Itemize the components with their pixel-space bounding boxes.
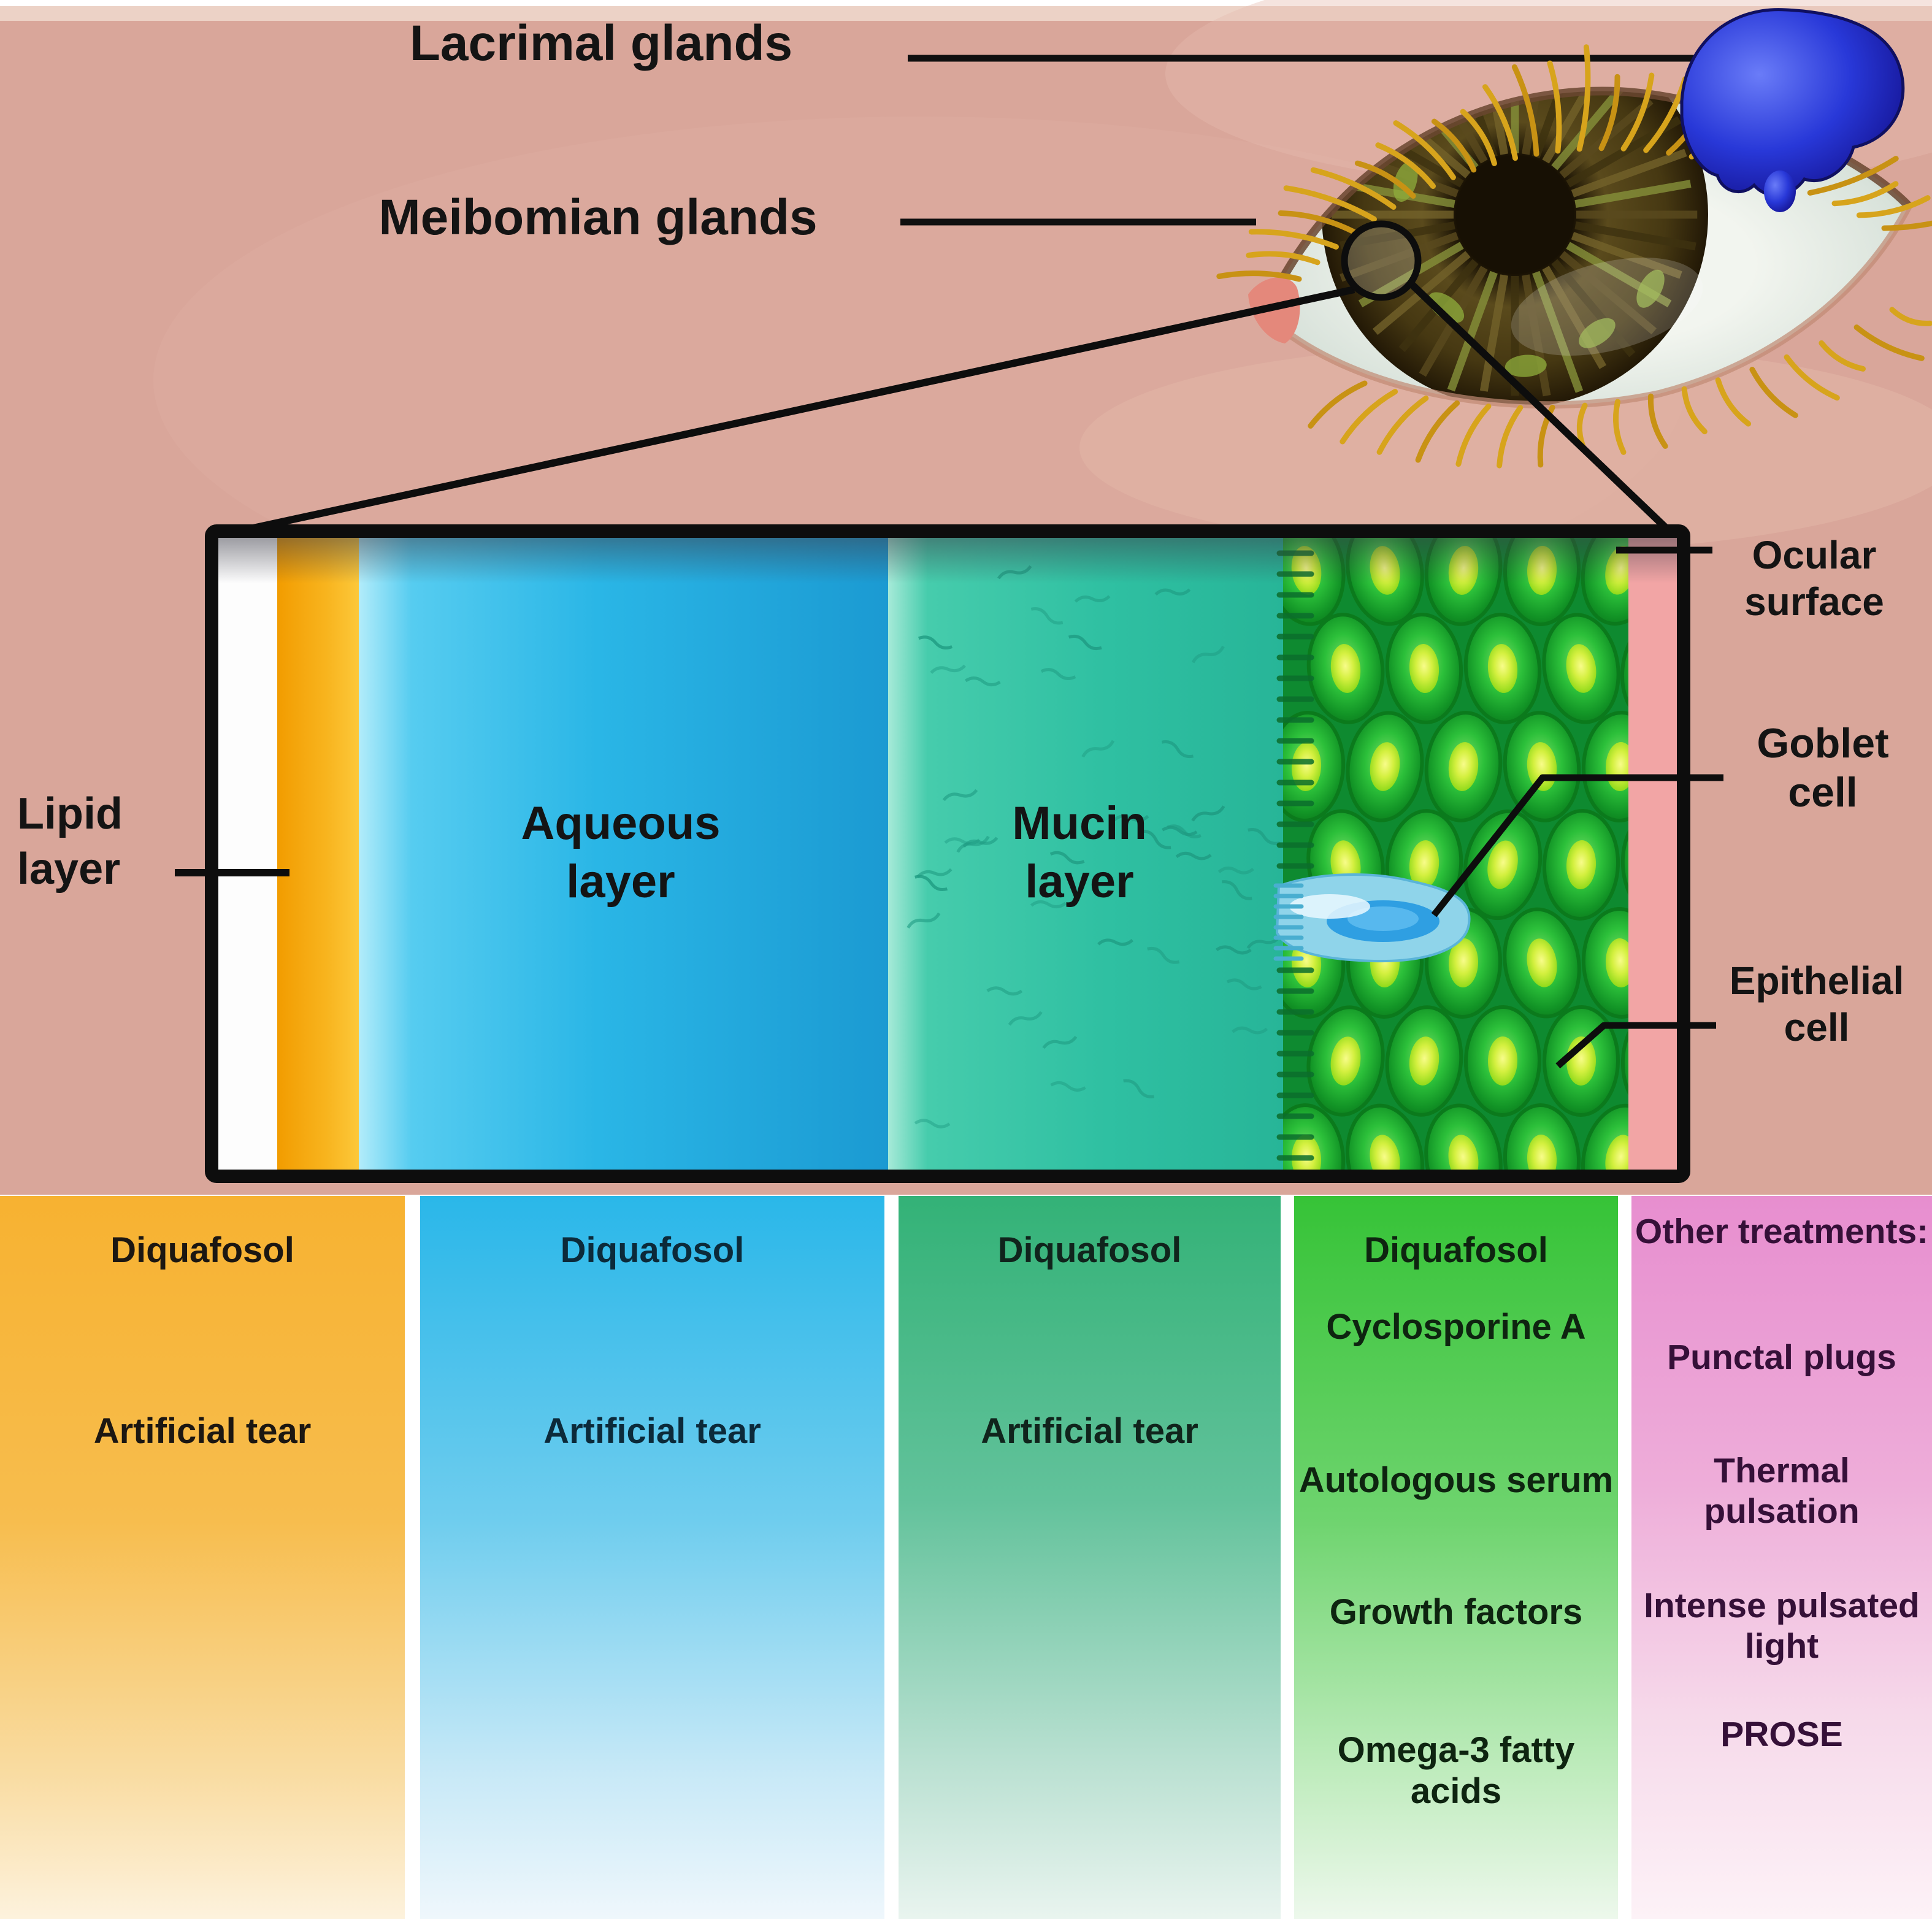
treatment-item: Punctal plugs xyxy=(1667,1338,1896,1377)
treatment-column-aqueous: Diquafosol Artificial tear xyxy=(420,1196,884,1919)
lipid-layer-label: Lipid layer xyxy=(17,789,123,894)
treatment-item: Diquafosol xyxy=(110,1230,294,1270)
treatment-item: Growth factors xyxy=(1329,1592,1583,1632)
lipid-strip xyxy=(277,538,359,1170)
treatment-column-mucin: Diquafosol Artificial tear xyxy=(899,1196,1281,1919)
mucin-squiggles xyxy=(907,565,1282,1128)
magnifier-circle-icon xyxy=(1341,220,1422,301)
treatment-item: Diquafosol xyxy=(560,1230,745,1270)
aqueous-layer-label: Aqueous layer xyxy=(521,797,721,908)
goblet-cell-shape xyxy=(1273,873,1471,963)
meibomian-glands-label: Meibomian glands xyxy=(378,190,818,245)
treatment-item: Artificial tear xyxy=(93,1411,312,1451)
treatment-column-lipid: Diquafosol Artificial tear xyxy=(0,1196,405,1919)
treatment-item: Artificial tear xyxy=(981,1411,1198,1451)
treatment-column-other: Other treatments: Punctal plugs Thermal … xyxy=(1631,1196,1932,1919)
tear-film-box-interior xyxy=(218,538,1677,1170)
zoom-line-right xyxy=(1408,280,1676,538)
treatment-item: Artificial tear xyxy=(543,1411,761,1451)
treatment-item: Omega-3 fatty acids xyxy=(1337,1730,1575,1812)
zoom-line-left xyxy=(221,286,1355,538)
tear-film-box xyxy=(205,524,1690,1183)
goblet-leader-line xyxy=(1431,774,1723,917)
treatment-item: Thermal pulsation xyxy=(1704,1451,1860,1531)
microvilli-fringe xyxy=(1276,550,1314,1161)
box-top-shadow xyxy=(218,538,1677,583)
ocular-surface-label: Ocular surface xyxy=(1744,533,1884,624)
treatment-column-cells: Diquafosol Cyclosporine A Autologous ser… xyxy=(1294,1196,1618,1919)
treatment-item: Diquafosol xyxy=(1364,1230,1548,1270)
treatment-item: Other treatments: xyxy=(1635,1212,1929,1251)
treatment-item: Diquafosol xyxy=(997,1230,1182,1270)
treatment-item: PROSE xyxy=(1720,1715,1843,1754)
treatment-item: Autologous serum xyxy=(1298,1460,1614,1500)
treatment-item: Intense pulsated light xyxy=(1644,1586,1920,1666)
lacrimal-gland-shape xyxy=(1680,8,1905,197)
treatment-item: Cyclosporine A xyxy=(1326,1307,1586,1347)
ocular-surface-strip xyxy=(1628,538,1677,1170)
mucin-layer-label: Mucin layer xyxy=(1012,797,1147,908)
epithelial-cell-label: Epithelial cell xyxy=(1729,959,1904,1049)
lacrimal-glands-label: Lacrimal glands xyxy=(409,15,793,71)
aqueous-strip xyxy=(359,538,888,1170)
goblet-cell-label: Goblet cell xyxy=(1757,720,1889,816)
top-white-strip xyxy=(0,0,1932,6)
white-strip xyxy=(218,538,277,1170)
lacrimal-gland-droplet xyxy=(1764,170,1796,212)
